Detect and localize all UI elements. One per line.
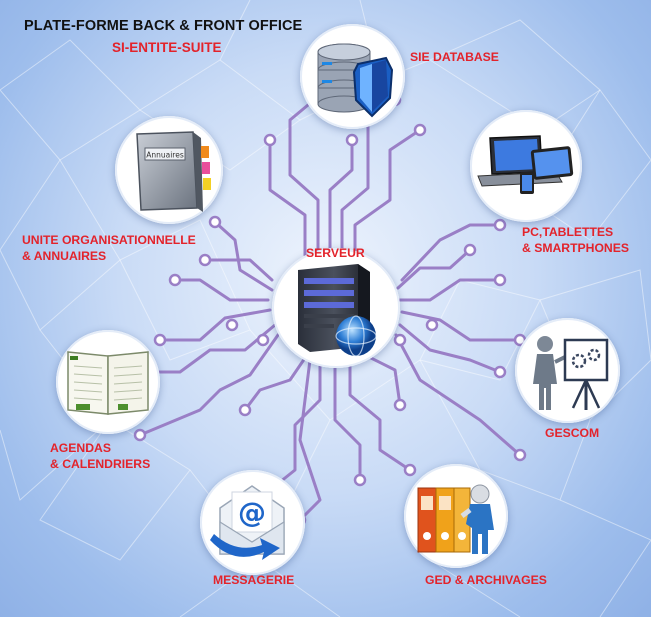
diagram-subtitle: SI-ENTITE-SUITE	[112, 40, 222, 55]
agendas-label: AGENDAS & CALENDRIERS	[50, 440, 150, 472]
email-envelope-icon: @	[210, 485, 285, 560]
annuaires-label: UNITE ORGANISATIONNELLE & ANNUAIRES	[22, 232, 196, 264]
archives-node	[404, 464, 508, 568]
agenda-book-icon	[67, 351, 149, 415]
gescom-node	[515, 318, 620, 423]
gescom-label: GESCOM	[545, 426, 600, 440]
presentation-board-icon	[533, 336, 609, 410]
database-node	[300, 24, 405, 129]
agendas-label-line2: & CALENDRIERS	[50, 457, 151, 471]
book-cover-text: Annuaires	[146, 151, 184, 160]
svg-text:@: @	[238, 496, 266, 529]
devices-label: PC,TABLETTES & SMARTPHONES	[522, 224, 629, 256]
annuaire-book-icon: Annuaires	[136, 131, 211, 212]
messagerie-node: @	[200, 470, 305, 575]
database-shield-icon	[317, 43, 394, 118]
server-label: SERVEUR	[306, 246, 365, 260]
devices-node	[470, 110, 582, 222]
agendas-node	[56, 330, 160, 434]
devices-icon	[477, 135, 574, 194]
binders-icon	[417, 484, 494, 554]
diagram-title: PLATE-FORME BACK & FRONT OFFICE	[24, 18, 303, 34]
annuaires-label-line2: & ANNUAIRES	[22, 249, 107, 263]
messagerie-label: MESSAGERIE	[213, 573, 295, 587]
archives-label: GED & ARCHIVAGES	[425, 573, 547, 587]
agendas-label-line1: AGENDAS	[50, 441, 111, 455]
server-icon	[298, 264, 377, 357]
annuaires-label-line1: UNITE ORGANISATIONNELLE	[22, 233, 196, 247]
database-label: SIE DATABASE	[410, 50, 499, 64]
server-node	[272, 248, 400, 368]
devices-label-line1: PC,TABLETTES	[522, 225, 614, 239]
annuaires-node: Annuaires	[115, 116, 223, 224]
devices-label-line2: & SMARTPHONES	[522, 241, 629, 255]
